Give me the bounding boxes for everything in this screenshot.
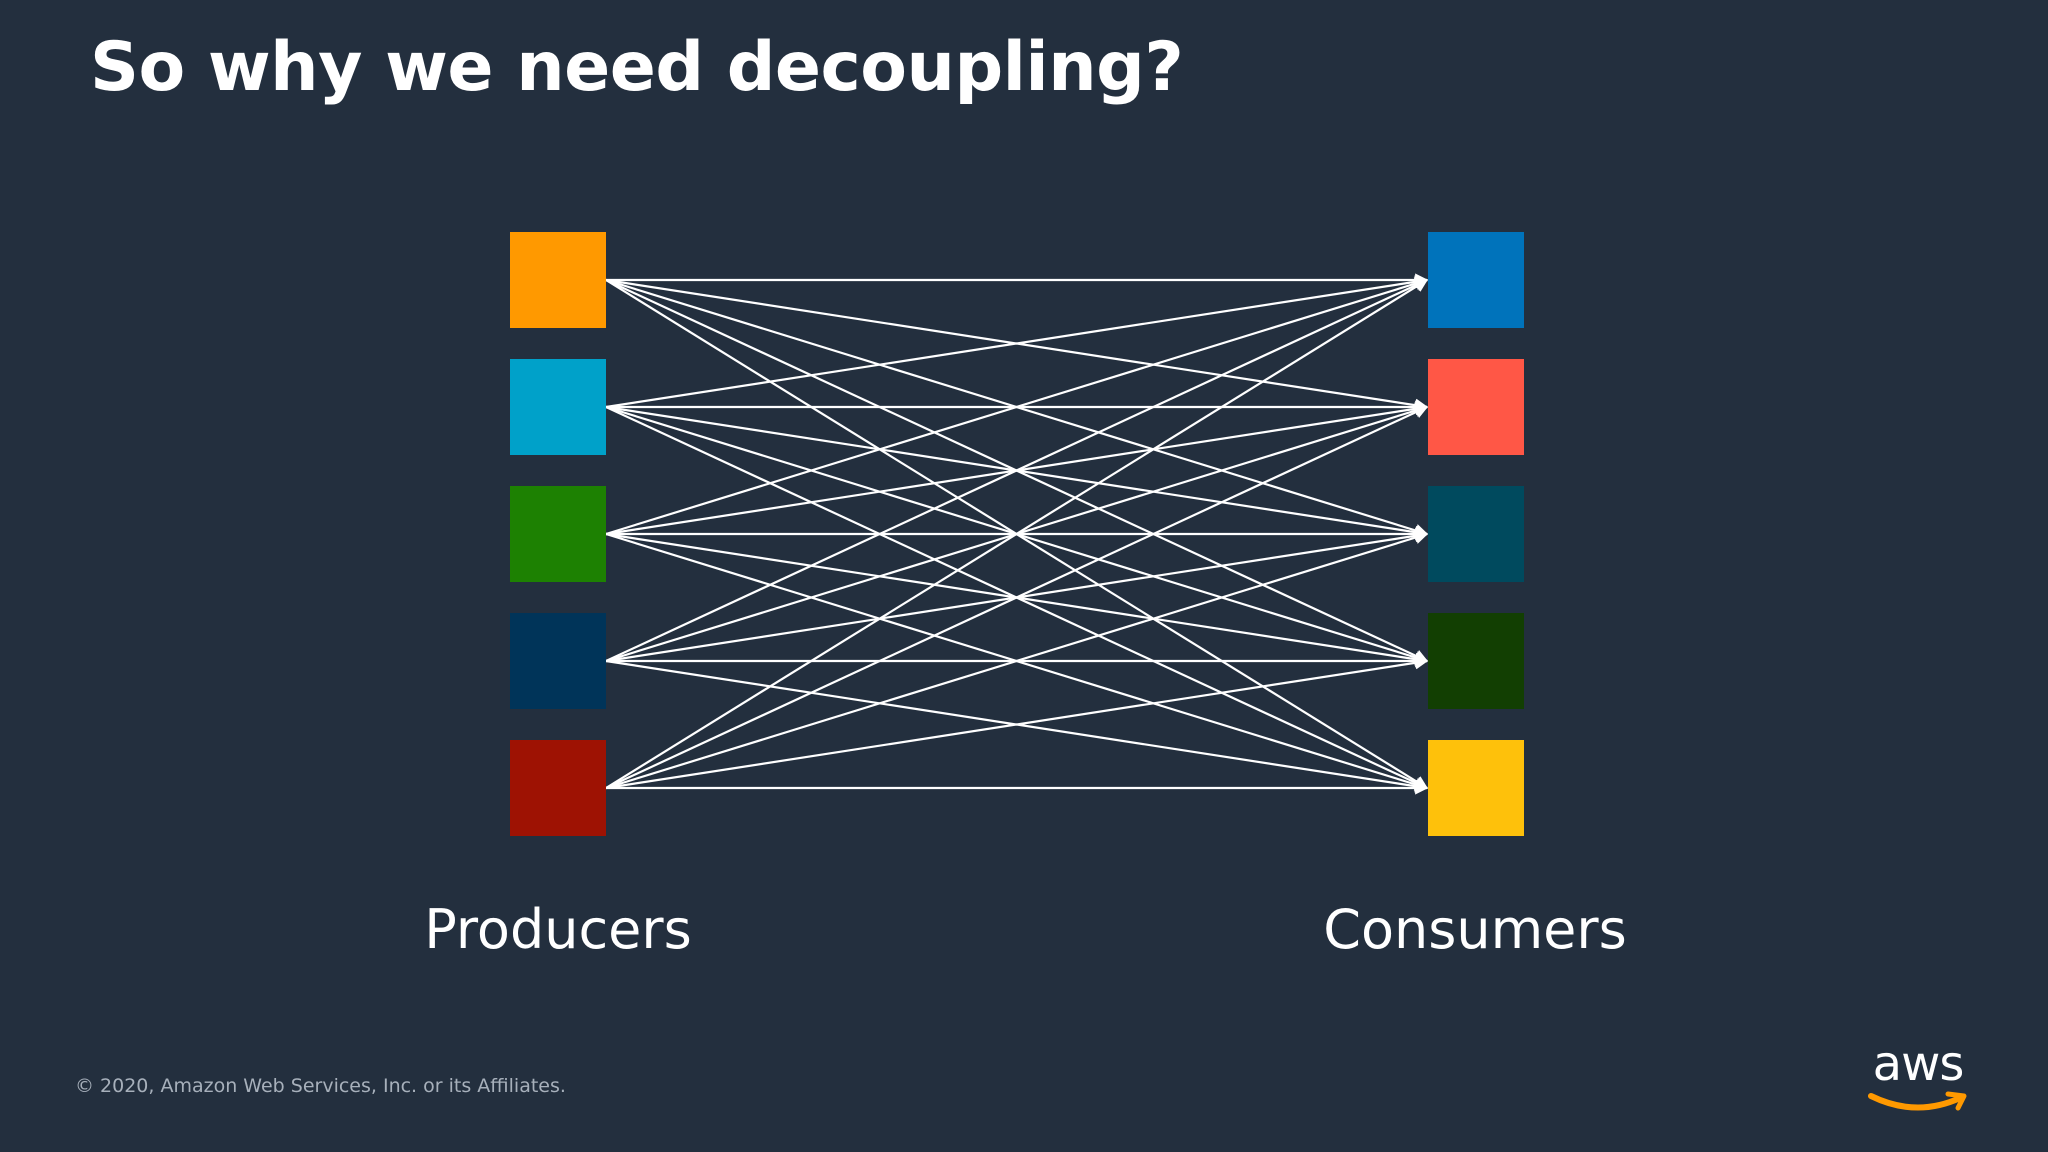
producer-3-box: [510, 486, 606, 582]
aws-smile-icon: [1868, 1091, 1967, 1111]
producer-4-box: [510, 613, 606, 709]
consumer-3-box: [1428, 486, 1524, 582]
connection-producer-3-to-consumer-1: [605, 277, 1429, 536]
producers-label: Producers: [424, 898, 692, 961]
consumer-2-box: [1428, 359, 1524, 455]
consumer-1-box: [1428, 232, 1524, 328]
aws-logo-text: aws: [1872, 1036, 1965, 1092]
connection-producer-5-to-consumer-1: [605, 279, 1429, 789]
consumer-4-box: [1428, 613, 1524, 709]
node-boxes: [510, 232, 1524, 836]
connection-producer-4-to-consumer-1: [605, 279, 1429, 662]
connection-producer-2-to-consumer-1: [605, 275, 1429, 409]
aws-logo: aws: [1868, 1036, 1968, 1116]
slide-title: So why we need decoupling?: [90, 28, 1184, 107]
producer-2-box: [510, 359, 606, 455]
producer-1-box: [510, 232, 606, 328]
connection-producer-5-to-consumer-2: [605, 406, 1429, 789]
connection-lines: [605, 273, 1429, 795]
connection-producer-5-to-consumer-4: [605, 656, 1429, 790]
producer-5-box: [510, 740, 606, 836]
consumers-label: Consumers: [1323, 898, 1627, 961]
connection-producer-5-to-consumer-3: [605, 531, 1429, 790]
copyright-notice: © 2020, Amazon Web Services, Inc. or its…: [75, 1075, 566, 1097]
consumer-5-box: [1428, 740, 1524, 836]
